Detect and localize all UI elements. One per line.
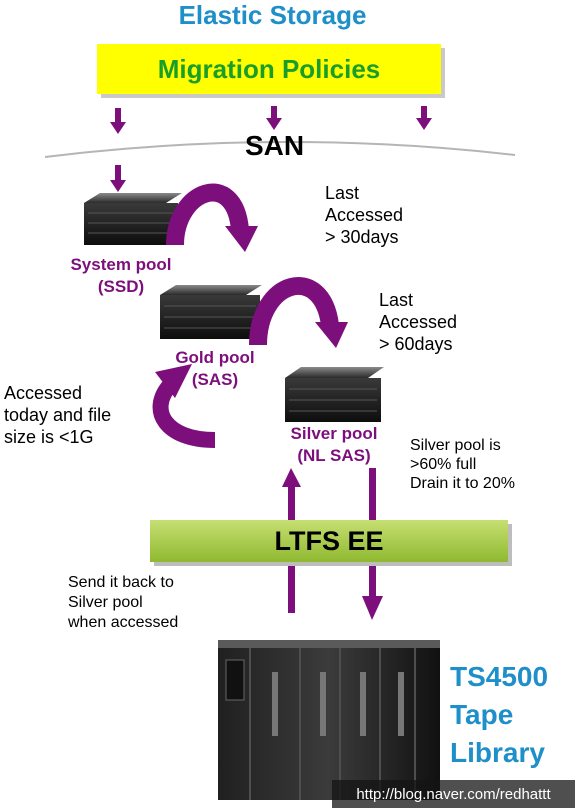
tape-library (218, 640, 440, 800)
ltfs-ee-label: LTFS EE (274, 525, 384, 556)
policy-arrow-left (110, 108, 126, 134)
rule-line: Silver pool is (410, 437, 501, 454)
page-title: Elastic Storage (178, 0, 367, 30)
library-line: Tape (450, 699, 514, 730)
rule-line: Accessed (4, 383, 83, 403)
watermark: http://blog.naver.com/redhattt (332, 780, 575, 808)
gold-pool-name: Gold pool (175, 348, 255, 367)
policy-arrow-right (416, 106, 432, 130)
gold-to-silver-rule: Last Accessed > 60days (379, 289, 457, 355)
silver-pool-name: Silver pool (290, 424, 378, 443)
gold-pool-server (160, 285, 262, 339)
library-line: Library (450, 737, 545, 768)
san-to-system-arrow (110, 165, 126, 192)
rule-line: size is <1G (4, 427, 94, 447)
gold-pool-type: (SAS) (191, 370, 239, 389)
silver-pool-type: (NL SAS) (297, 446, 371, 465)
rule-line: Last (379, 290, 414, 310)
system-to-gold-rule: Last Accessed > 30days (325, 182, 403, 248)
san-curve (44, 141, 516, 158)
to-gold-rule: Accessed today and file size is <1G (4, 382, 111, 448)
silver-drain-rule: Silver pool is >60% full Drain it to 20% (410, 436, 515, 493)
tape-library-label: TS4500 Tape Library (450, 658, 548, 772)
san-label: SAN (245, 130, 305, 161)
silver-pool-server (285, 367, 384, 422)
rule-line: Send it back to (68, 574, 174, 591)
recall-rule: Send it back to Silver pool when accesse… (68, 573, 178, 633)
system-pool-server (84, 193, 182, 245)
rule-line: today and file (4, 405, 112, 425)
rule-line: Drain it to 20% (410, 475, 515, 492)
silver-pool-label: Silver pool (NL SAS) (272, 423, 396, 467)
rule-line: Accessed (325, 205, 404, 225)
rule-line: when accessed (68, 614, 179, 631)
rule-line: > 30days (325, 227, 399, 247)
rule-line: Last (325, 183, 360, 203)
rule-line: >60% full (410, 456, 477, 473)
system-pool-type: (SSD) (97, 277, 145, 296)
rule-line: Silver pool (68, 594, 143, 611)
migration-policies-box: Migration Policies (97, 44, 441, 94)
gold-pool-label: Gold pool (SAS) (160, 347, 270, 391)
migration-policies-label: Migration Policies (157, 53, 381, 84)
policy-arrow-center (266, 106, 282, 130)
to-gold-arrow (152, 364, 216, 448)
gold-to-silver-arrow (249, 277, 348, 348)
library-line: TS4500 (450, 661, 549, 692)
ltfs-ee-box: LTFS EE (150, 520, 508, 562)
system-pool-label: System pool (SSD) (52, 254, 190, 298)
rule-line: Accessed (379, 312, 458, 332)
rule-line: > 60days (379, 334, 453, 354)
system-to-gold-arrow (166, 183, 258, 252)
system-pool-name: System pool (70, 255, 172, 274)
